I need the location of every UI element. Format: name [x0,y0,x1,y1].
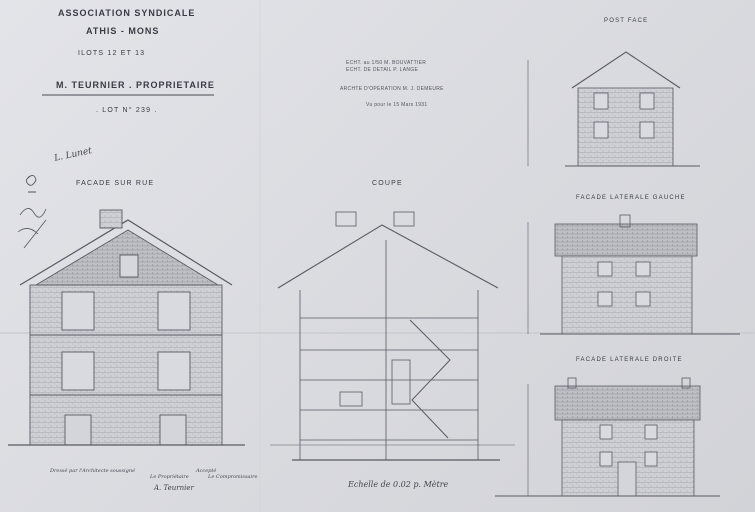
title-block-line: ARCHTE D'OPERATION M. J. DEMEURE [340,86,444,92]
owner-signature: A. Teurnier [154,484,194,492]
right-facade-caption: FACADE LATERALE DROITE [576,357,683,363]
signature-caption: Le Compromissaire [208,474,258,480]
signature-caption: Accepté [196,468,217,474]
place-title: ATHIS - MONS [86,26,160,36]
section-caption: COUPE [372,180,403,187]
facade-street-caption: FACADE SUR RUE [76,180,155,187]
facade-street-view [8,209,245,446]
owner-label: M. TEURNIER . PROPRIETAIRE [56,80,215,90]
ilots-label: ILOTS 12 ET 13 [78,50,146,57]
left-facade-caption: FACADE LATERALE GAUCHE [576,195,686,201]
signature-mark [17,208,47,249]
section-view [270,211,515,461]
signature-mark [25,175,37,193]
title-block-line: ECHT. DE DETAIL P. LANGE [346,67,419,73]
title-block-line: Vu pour le 15 Mars 1931 [366,102,428,108]
signature-caption: Dressé par l'Architecte soussigné [50,468,136,474]
lot-label: . LOT N° 239 . [96,107,158,114]
rear-facade-view [527,51,700,167]
right-side-facade-view [495,377,720,497]
signature-caption: Le Propriétaire [150,474,189,480]
association-title: ASSOCIATION SYNDICALE [58,8,196,18]
rear-facade-caption: POST FACE [604,18,649,24]
title-block-line: ECHT. au 1/50 M. BOUVATTIER [346,60,427,66]
left-side-facade-view [527,214,740,335]
scale-note: Echelle de 0.02 p. Mètre [348,480,449,489]
